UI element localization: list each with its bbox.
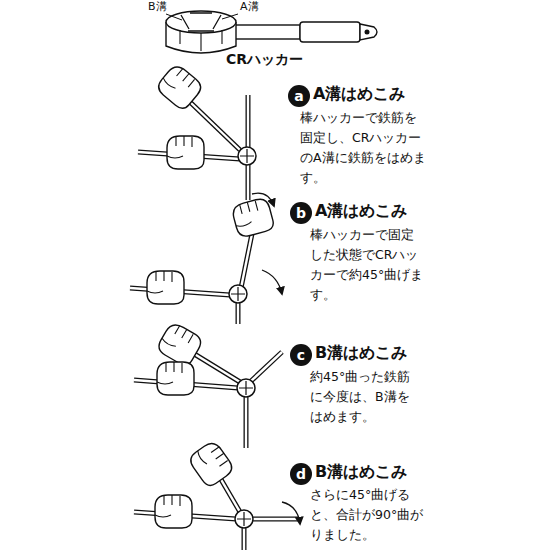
step-text: 棒ハッカーで固定した状態でCRハッカーで約45°曲げます。	[310, 225, 424, 305]
drawing-part	[262, 270, 282, 294]
step-letter: c	[297, 348, 305, 362]
step-heading: B溝はめこみ	[315, 343, 407, 364]
step-text: 棒ハッカーで鉄筋を固定し、CRハッカーのA溝に鉄筋をはめます。	[300, 108, 426, 188]
drawing-part	[252, 193, 274, 206]
drawing-part	[187, 439, 235, 488]
step-letter-circle: d	[290, 463, 312, 485]
step-b-figure	[130, 193, 282, 324]
drawing-part	[156, 321, 205, 368]
drawing-part	[167, 136, 204, 169]
drawing-part	[238, 147, 256, 165]
drawing-part	[222, 14, 238, 19]
drawing-part	[252, 517, 298, 522]
drawing-part	[231, 197, 275, 238]
drawing-part	[243, 527, 245, 550]
step-heading: A溝はめこみ	[315, 201, 407, 222]
drawing-part	[240, 149, 254, 163]
step-a-figure	[138, 63, 256, 200]
drawing-part	[250, 352, 282, 382]
groove-label: A溝	[240, 0, 259, 14]
drawing-part	[166, 14, 182, 20]
drawing-part	[242, 527, 247, 550]
drawing-part	[245, 394, 247, 448]
step-d-figure	[134, 439, 300, 550]
drawing-part	[231, 287, 245, 301]
drawing-part	[360, 24, 377, 40]
step-c-figure	[134, 321, 282, 448]
drawing-part	[244, 394, 249, 448]
drawing-part	[250, 352, 282, 382]
drawing-part	[229, 285, 247, 303]
drawing-part	[282, 502, 300, 524]
step-heading: A溝はめこみ	[313, 84, 405, 105]
step-letter: b	[296, 206, 306, 220]
step-letter-circle: a	[288, 85, 310, 107]
drawing-part	[252, 518, 298, 520]
drawing-part	[239, 381, 253, 395]
step-heading: B溝はめこみ	[315, 462, 407, 483]
cr-hacker-tool	[166, 11, 377, 53]
step-text: 約45°曲った鉄筋に今度は、B溝をはめます。	[310, 367, 422, 427]
drawing-part	[155, 63, 205, 112]
groove-label: B溝	[148, 0, 167, 14]
tool-name: CRハッカー	[226, 50, 303, 68]
drawing-part	[157, 362, 194, 395]
drawing-part	[166, 11, 236, 33]
drawing-part	[237, 512, 251, 526]
drawing-part	[237, 379, 255, 397]
step-text: さらに45°曲げると、合計が90°曲がりました。	[310, 485, 436, 545]
drawing-part	[365, 30, 370, 35]
drawing-part	[155, 495, 192, 528]
drawing-part	[180, 30, 222, 51]
step-letter: d	[296, 467, 306, 481]
drawing-part	[181, 13, 221, 31]
drawing-part	[147, 271, 184, 304]
step-letter-circle: b	[290, 202, 312, 224]
step-letter-circle: c	[290, 344, 312, 366]
step-letter: a	[294, 89, 303, 103]
drawing-part	[300, 22, 360, 42]
drawing-part	[235, 510, 253, 528]
